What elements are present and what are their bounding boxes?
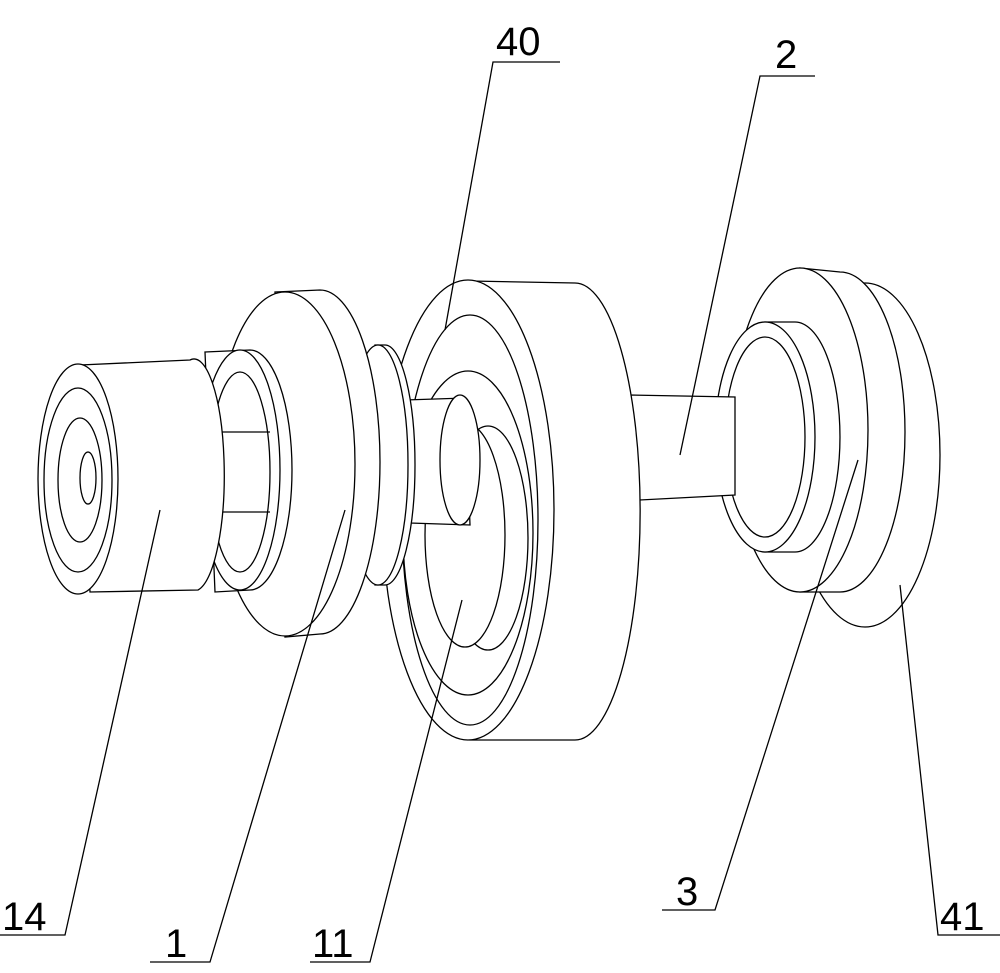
shaft-2 [629,394,736,501]
leader-lines [0,61,1000,963]
label-1: 1 [165,922,187,966]
label-14: 14 [2,895,47,939]
label-41: 41 [940,895,985,939]
label-3: 3 [676,870,698,914]
collar-3 [714,267,906,593]
label-11: 11 [312,922,354,966]
shaft-11 [404,394,481,526]
cylinder-14 [37,358,225,595]
label-2: 2 [775,33,797,77]
label-40: 40 [496,20,541,64]
